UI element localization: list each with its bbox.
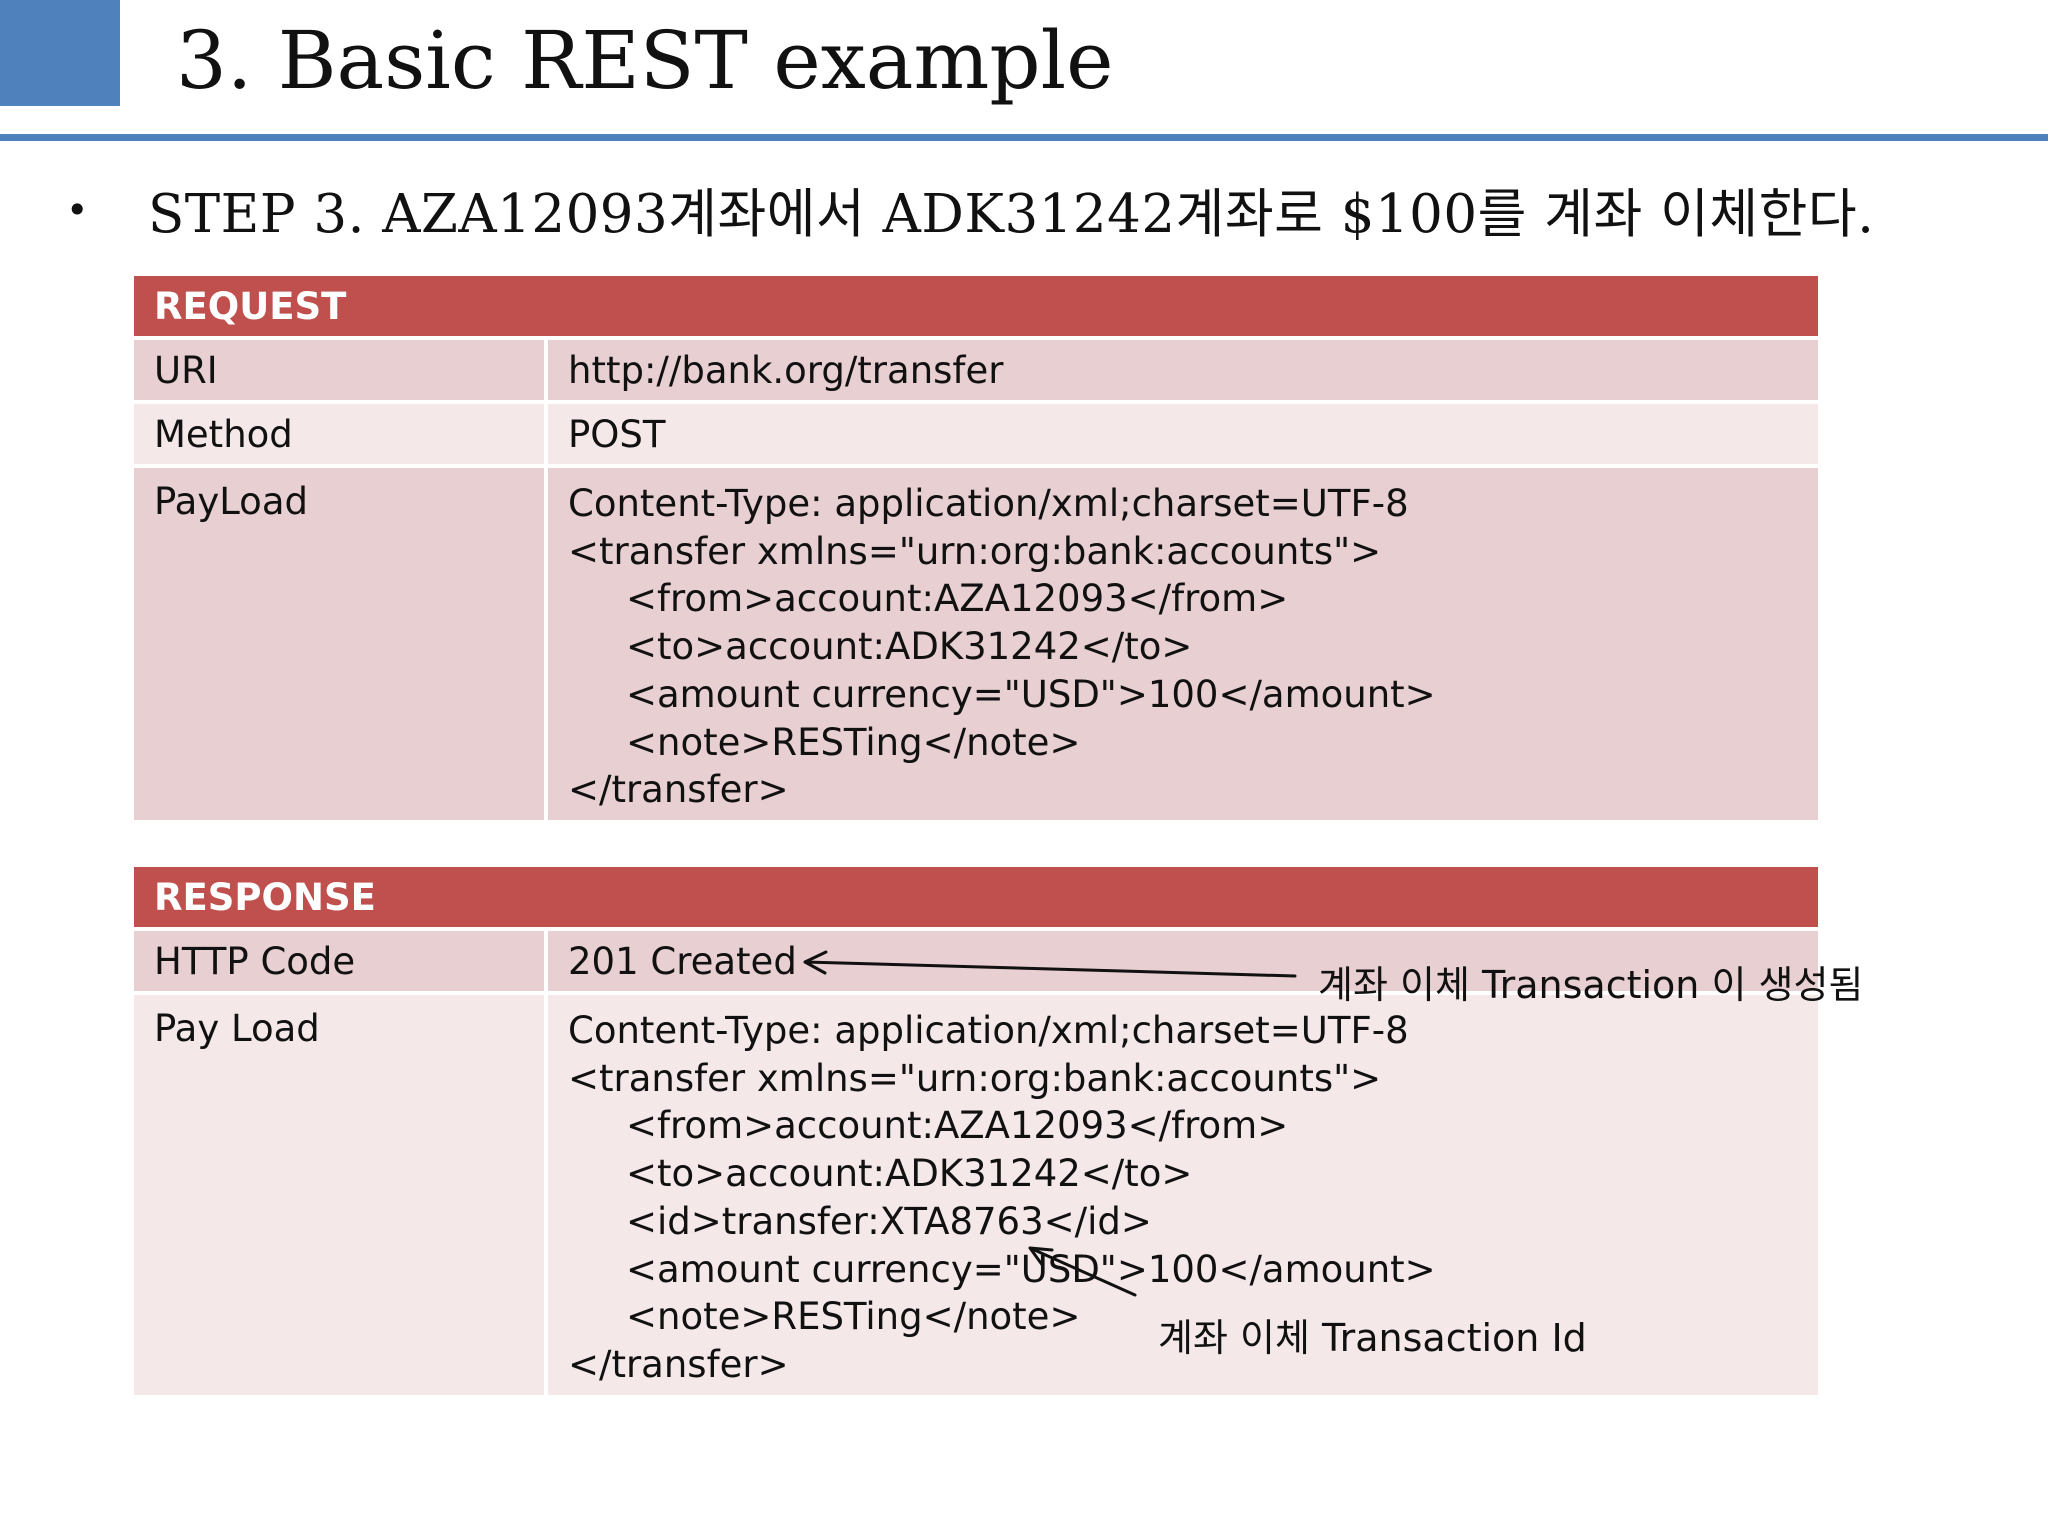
code-line: <note>RESTing</note> — [626, 720, 1081, 764]
payload-label: PayLoad — [130, 464, 548, 824]
title-divider — [0, 134, 2048, 141]
code-line: <to>account:ADK31242</to> — [626, 1152, 1193, 1196]
code-line: <amount currency="USD">100</amount> — [626, 672, 1436, 716]
code-line: Content-Type: application/xml;charset=UT… — [568, 482, 1409, 525]
title-accent-block — [0, 0, 120, 106]
http-code-label: HTTP Code — [130, 927, 548, 995]
bullet-text: STEP 3. AZA12093계좌에서 ADK31242계좌로 $100를 계… — [148, 184, 1875, 245]
annotation-transaction-created: 계좌 이체 Transaction 이 생성됨 — [1318, 963, 1864, 1007]
code-line: <transfer xmlns="urn:org:bank:accounts"> — [568, 1056, 1382, 1100]
request-table: REQUEST URI http://bank.org/transfer Met… — [130, 272, 1822, 824]
table-row: URI http://bank.org/transfer — [130, 336, 1822, 404]
code-line: <from>account:AZA12093</from> — [626, 1104, 1289, 1148]
code-line: <transfer xmlns="urn:org:bank:accounts"> — [568, 529, 1382, 573]
code-line: <id>transfer:XTA8763</id> — [626, 1199, 1152, 1243]
table-row: HTTP Code 201 Created — [130, 927, 1822, 995]
code-line: <to>account:ADK31242</to> — [626, 625, 1193, 669]
request-header: REQUEST — [130, 272, 1822, 340]
uri-label: URI — [130, 336, 548, 404]
code-line: <note>RESTing</note> — [626, 1295, 1081, 1339]
bullet-icon: • — [66, 188, 89, 232]
code-line: </transfer> — [568, 768, 789, 812]
table-row: Method POST — [130, 400, 1822, 468]
code-line: <from>account:AZA12093</from> — [626, 577, 1289, 621]
code-line: </transfer> — [568, 1342, 789, 1386]
response-header: RESPONSE — [130, 863, 1822, 931]
slide-title: 3. Basic REST example — [176, 14, 1114, 107]
annotation-transaction-id: 계좌 이체 Transaction Id — [1158, 1316, 1587, 1360]
method-label: Method — [130, 400, 548, 468]
response-header-row: RESPONSE — [130, 863, 1822, 931]
uri-value: http://bank.org/transfer — [544, 336, 1822, 404]
request-header-row: REQUEST — [130, 272, 1822, 340]
bullet-step: • STEP 3. AZA12093계좌에서 ADK31242계좌로 $100를… — [66, 170, 1874, 250]
code-line: <amount currency="USD">100</amount> — [626, 1247, 1436, 1291]
response-payload-label: Pay Load — [130, 991, 548, 1399]
method-value: POST — [544, 400, 1822, 468]
payload-value: Content-Type: application/xml;charset=UT… — [544, 464, 1822, 824]
code-line: Content-Type: application/xml;charset=UT… — [568, 1009, 1409, 1052]
table-row: PayLoad Content-Type: application/xml;ch… — [130, 464, 1822, 824]
